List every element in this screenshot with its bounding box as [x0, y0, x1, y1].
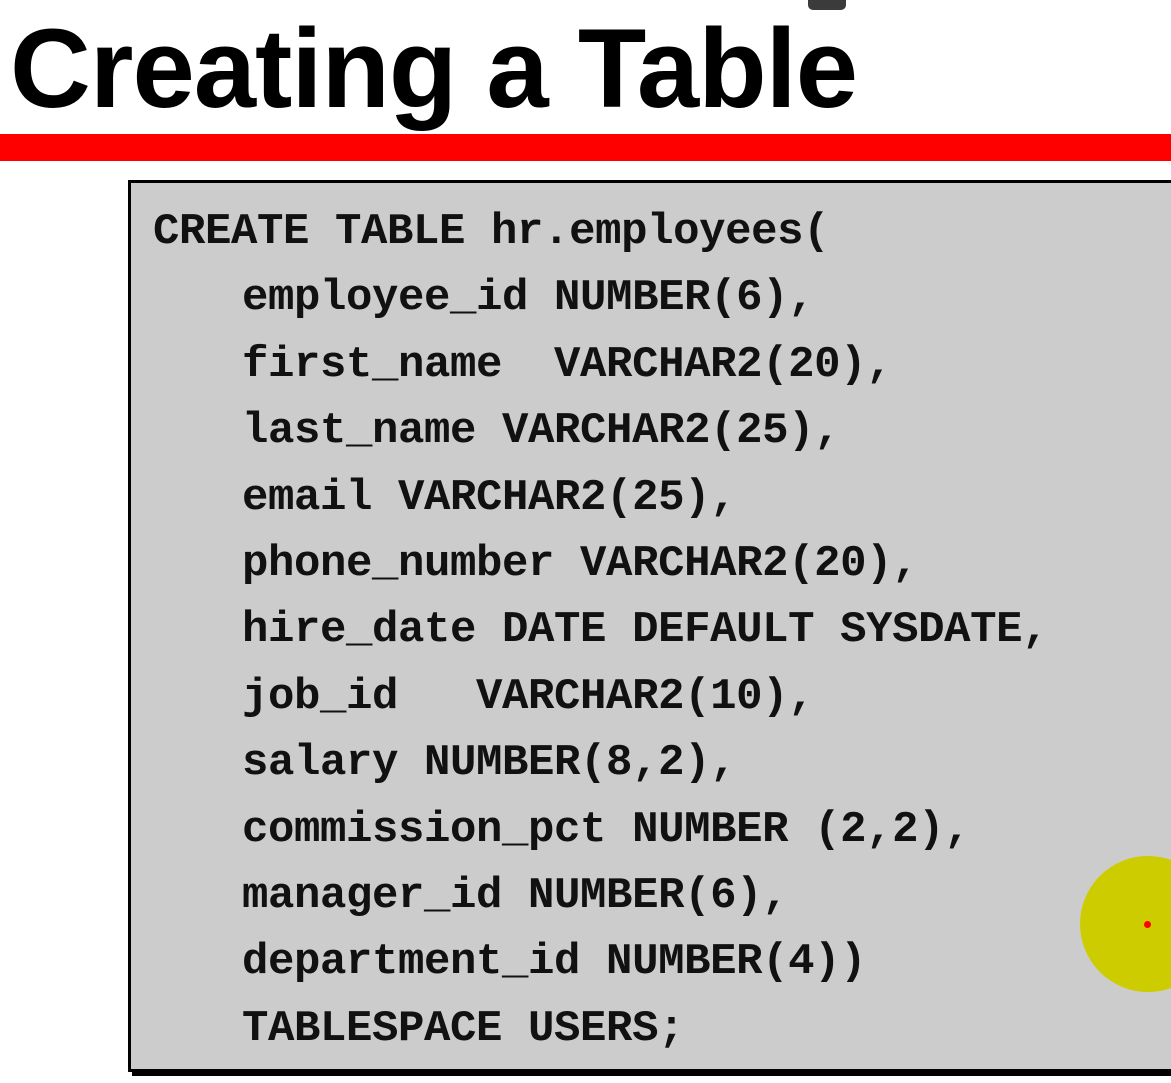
sql-code-lines: CREATE TABLE hr.employees( employee_id N…: [153, 199, 1049, 1062]
slide-title: Creating a Table: [10, 6, 858, 131]
title-underline-rule: [0, 134, 1171, 161]
code-line-commission-pct: commission_pct NUMBER (2,2),: [242, 804, 971, 855]
code-line-manager-id: manager_id NUMBER(6),: [242, 870, 789, 921]
code-line-hire-date: hire_date DATE DEFAULT SYSDATE,: [242, 605, 1049, 656]
mouse-pointer-dot: [1144, 921, 1151, 928]
code-line-phone-number: phone_number VARCHAR2(20),: [242, 538, 919, 589]
code-line-department-id: department_id NUMBER(4)): [242, 937, 867, 988]
code-line-first-name: first_name VARCHAR2(20),: [242, 339, 893, 390]
code-line-tablespace: TABLESPACE USERS;: [242, 1003, 685, 1054]
sql-code-panel: CREATE TABLE hr.employees( employee_id N…: [128, 180, 1171, 1072]
code-line-create-table: CREATE TABLE hr.employees(: [153, 207, 830, 257]
code-line-job-id: job_id VARCHAR2(10),: [242, 671, 815, 722]
code-line-employee-id: employee_id NUMBER(6),: [242, 273, 815, 324]
window-control-mark: [808, 0, 846, 10]
code-line-salary: salary NUMBER(8,2),: [242, 738, 737, 789]
code-line-last-name: last_name VARCHAR2(25),: [242, 406, 841, 457]
code-line-email: email VARCHAR2(25),: [242, 472, 737, 523]
